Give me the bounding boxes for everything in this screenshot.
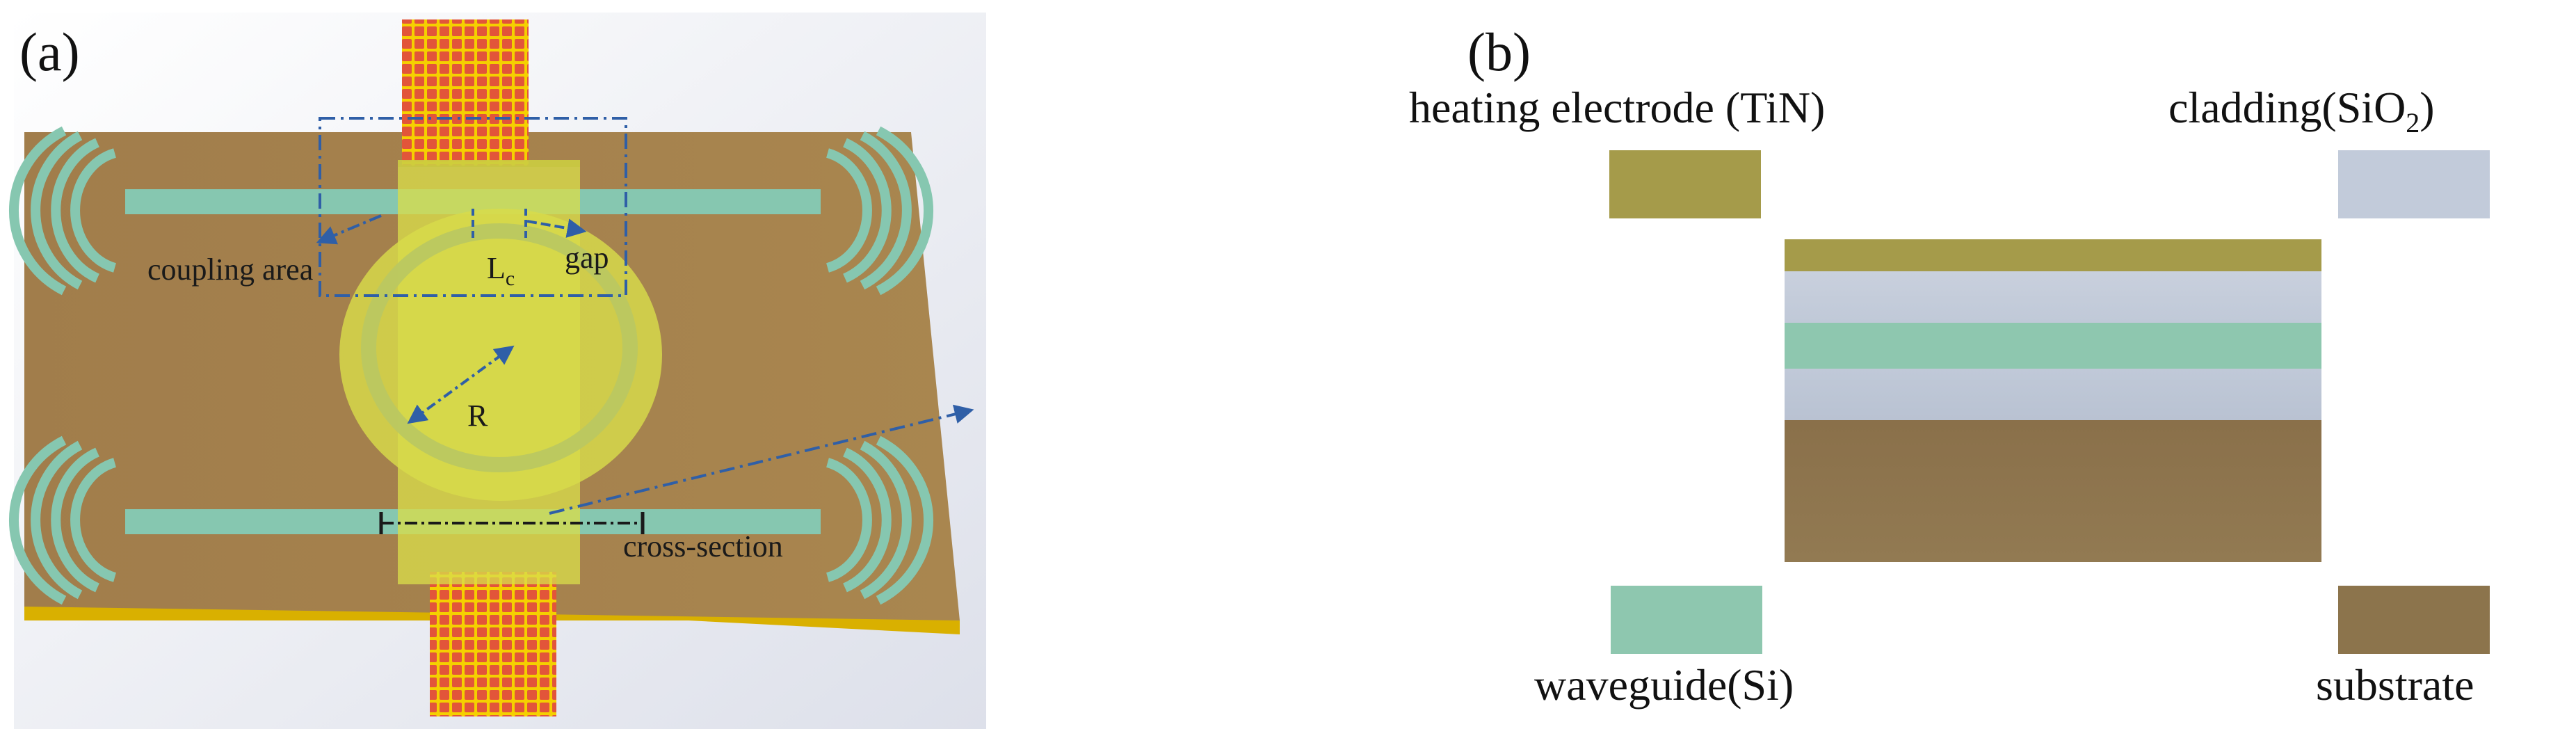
radius-label: R [467,399,488,433]
coupling-area-box [319,117,627,297]
grating-right-top [826,126,933,296]
grating-right-bottom [826,435,933,605]
substrate-swatch [2338,586,2490,654]
stack-cladding-lower [1785,369,2321,420]
stack-waveguide-layer [1785,323,2321,369]
heater-strip-edge-top [398,160,580,167]
gap-label: gap [565,241,609,275]
cross-section-label: cross-section [623,529,783,563]
stack-substrate-layer [1785,420,2321,562]
microring [361,223,638,472]
waveguide-swatch [1611,586,1762,654]
heater-pad-top [402,19,529,166]
lc-label: Lc [487,251,515,290]
substrate-legend-label: substrate [2316,660,2474,710]
panel-a-label: (a) [19,22,80,82]
heating-electrode-legend-label: heating electrode (TiN) [1409,83,1826,132]
coupling-area-label: coupling area [147,253,313,287]
cladding-legend-label: cladding(SiO2) [2168,83,2435,138]
heater-pad-bottom [430,572,556,716]
coupling-area-arrow [316,214,382,245]
heating-electrode-swatch [1609,150,1761,218]
grating-left-bottom [9,435,117,605]
grating-left-top [9,126,117,296]
cross-section-leader [549,404,974,515]
waveguide-legend-label: waveguide(Si) [1534,660,1794,710]
cladding-swatch [2338,150,2490,218]
device-3d-render: coupling area Lc gap R cross-section [9,13,986,729]
panel-b-label: (b) [1467,22,1531,82]
stack-heater-layer [1785,239,2321,271]
gap-arrow [526,218,587,238]
stack-cladding-upper [1785,271,2321,323]
